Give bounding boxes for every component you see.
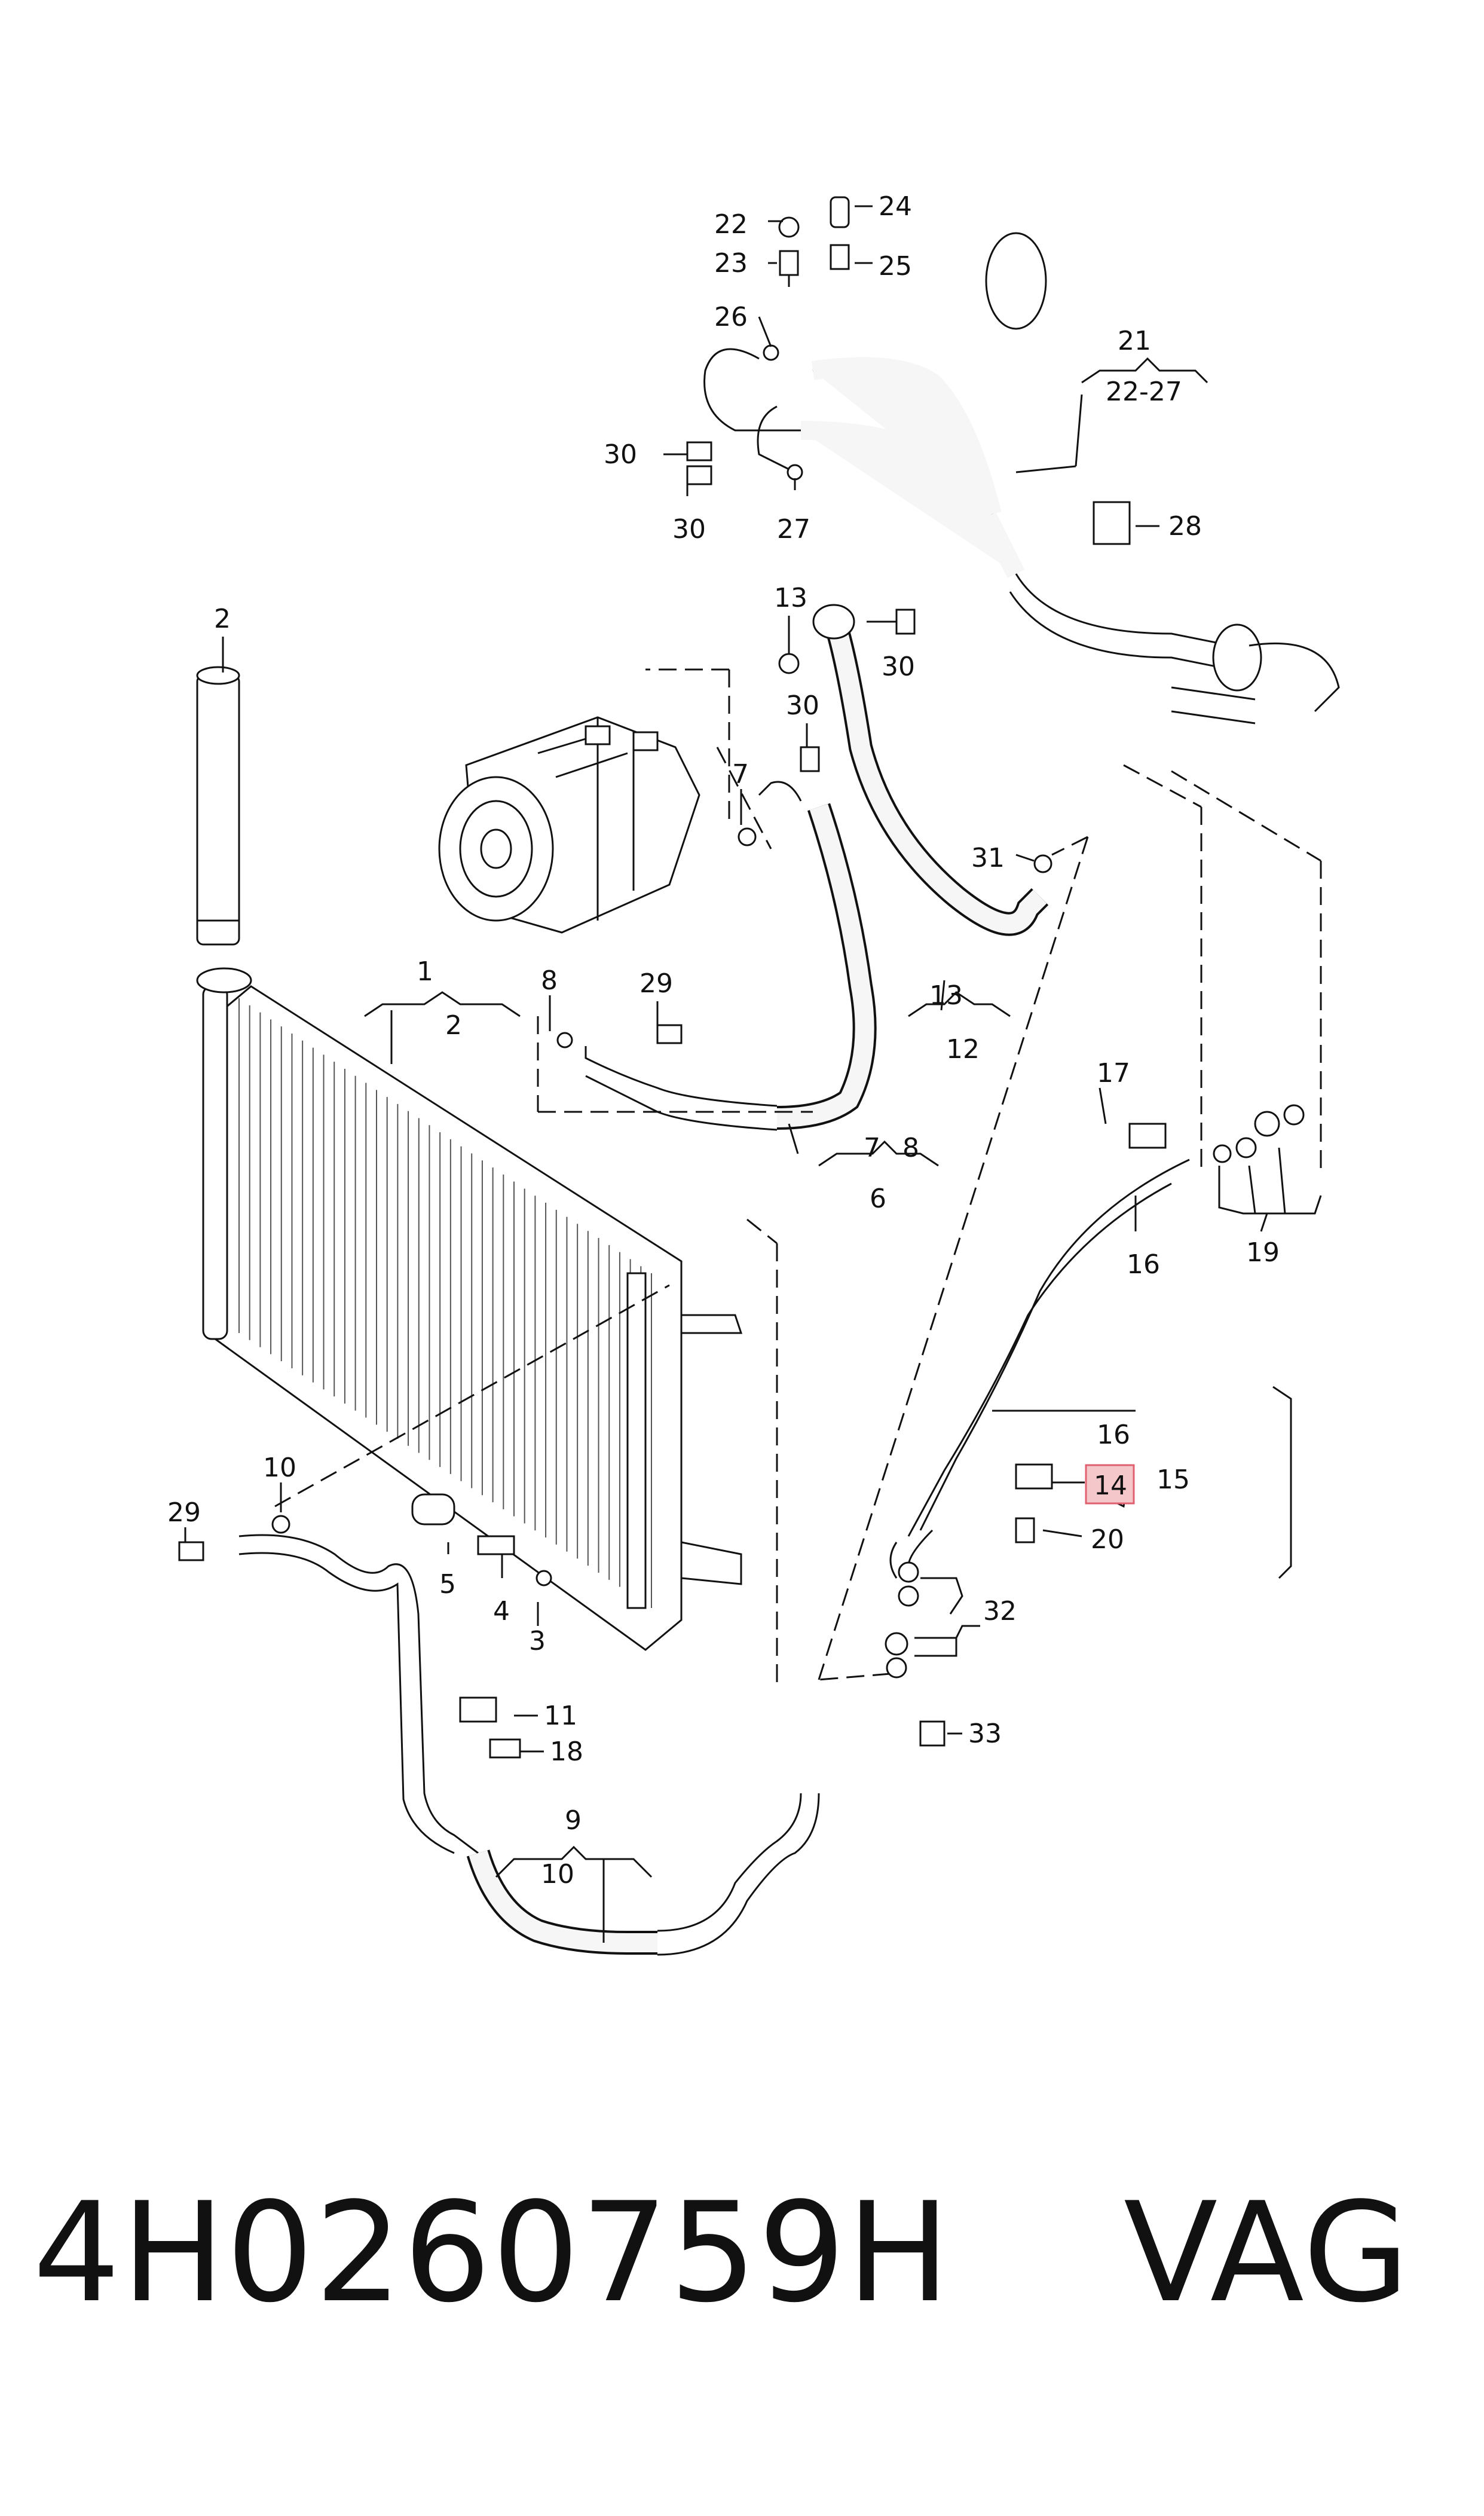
callout-16: 16 — [1097, 1420, 1130, 1450]
callout-30: 30 — [604, 439, 637, 470]
callout-25: 25 — [879, 251, 912, 282]
callout-19: 19 — [1246, 1237, 1280, 1268]
callout-labels: 22 23 24 25 26 21 22-27 30 30 27 28 13 3… — [167, 191, 1280, 1890]
refrigerant-lines — [238, 232, 1340, 1956]
part-number: 4H0260759H — [33, 2173, 951, 2333]
callout-7: 7 — [864, 1133, 880, 1163]
callout-15: 15 — [1156, 1465, 1190, 1495]
callout-8: 8 — [902, 1133, 919, 1163]
callout-22-27: 22-27 — [1106, 377, 1182, 407]
callout-1: 1 — [417, 956, 433, 987]
callout-9: 9 — [565, 1805, 582, 1836]
condenser — [202, 985, 743, 1651]
callout-30: 30 — [786, 690, 819, 721]
receiver-drier — [196, 666, 252, 993]
callout-30: 30 — [672, 514, 706, 545]
callout-30: 30 — [882, 652, 915, 682]
callout-29: 29 — [640, 968, 673, 999]
fasteners — [178, 196, 1305, 1759]
callout-33: 33 — [968, 1719, 1002, 1749]
callout-10: 10 — [541, 1859, 574, 1890]
callout-27: 27 — [777, 514, 810, 545]
callout-13: 13 — [929, 980, 963, 1011]
callout-16: 16 — [1127, 1249, 1160, 1280]
callout-29: 29 — [167, 1497, 201, 1528]
callout-5: 5 — [439, 1569, 456, 1600]
callout-3: 3 — [529, 1626, 546, 1656]
callout-2: 2 — [214, 604, 231, 634]
callout-10: 10 — [263, 1453, 296, 1483]
callout-28: 28 — [1168, 511, 1202, 542]
callout-2: 2 — [445, 1010, 462, 1041]
callout-26: 26 — [714, 302, 748, 332]
callout-21: 21 — [1118, 326, 1151, 356]
callout-32: 32 — [983, 1596, 1017, 1627]
callout-11: 11 — [544, 1701, 577, 1731]
callout-24: 24 — [879, 191, 912, 222]
callout-18: 18 — [550, 1737, 583, 1767]
callout-17: 17 — [1097, 1058, 1130, 1089]
callout-14: 14 — [1094, 1471, 1127, 1501]
callout-8: 8 — [541, 965, 558, 996]
callout-6: 6 — [870, 1184, 886, 1214]
dashed-leaders — [274, 668, 1322, 1686]
callout-22: 22 — [714, 209, 748, 240]
callout-31: 31 — [971, 843, 1005, 873]
brand-label: VAG — [1124, 2173, 1411, 2333]
callout-12: 12 — [946, 1034, 980, 1065]
compressor — [438, 716, 700, 934]
callout-lines — [184, 205, 1322, 1943]
callout-7: 7 — [732, 759, 749, 790]
callout-20: 20 — [1091, 1524, 1124, 1555]
callout-23: 23 — [714, 248, 748, 279]
callout-13: 13 — [774, 583, 807, 613]
callout-14-highlight — [1085, 1464, 1135, 1505]
callout-4: 4 — [493, 1596, 510, 1627]
